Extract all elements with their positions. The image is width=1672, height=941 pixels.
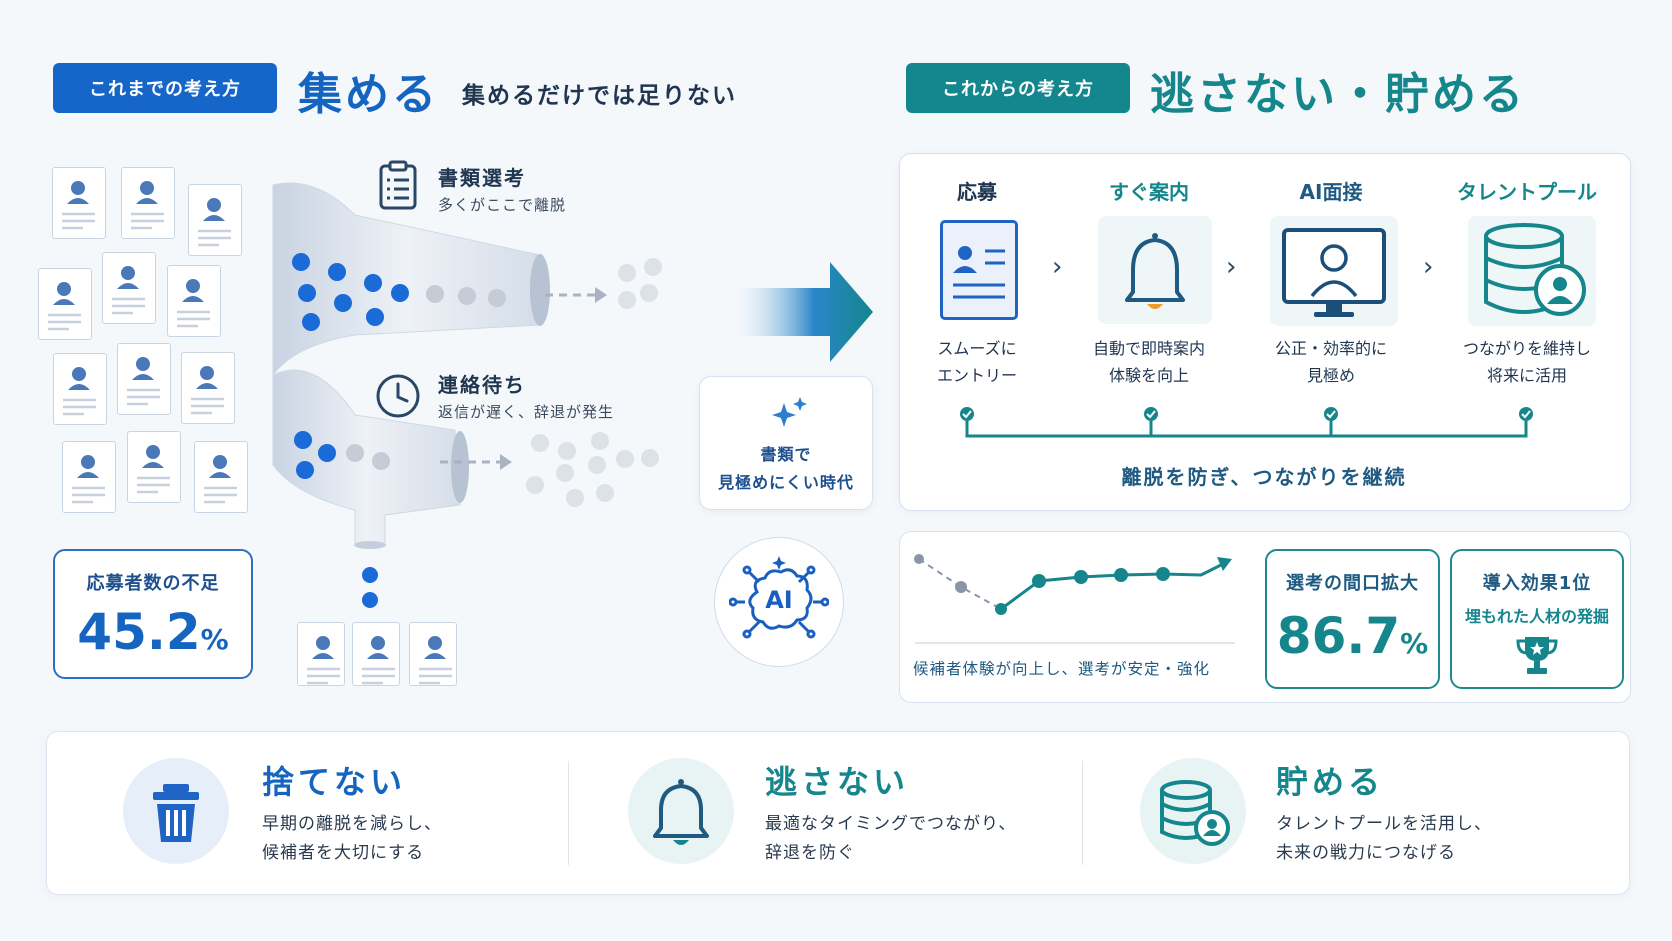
trash-icon xyxy=(123,758,229,864)
application-form-icon xyxy=(940,220,1018,320)
clock-icon xyxy=(376,374,420,418)
divider xyxy=(568,761,569,865)
bell-icon xyxy=(628,758,734,864)
resume-card-icon xyxy=(52,167,106,239)
effect-label1: 導入効果1位 xyxy=(1482,573,1592,594)
resume-card-icon xyxy=(188,184,242,256)
shortage-value: 45.2% xyxy=(55,603,251,661)
widen-stat-box: 選考の間口拡大 86.7% xyxy=(1265,549,1440,689)
widen-value: 86.7% xyxy=(1267,607,1438,665)
widen-unit: % xyxy=(1400,627,1429,660)
flow-step-title: すぐ案内 xyxy=(1109,180,1189,204)
old-thinking-tag: これまでの考え方 xyxy=(53,63,277,113)
chevron-right-icon: › xyxy=(1226,252,1237,282)
continuity-bracket xyxy=(960,407,1533,438)
principle3-title: 貯める xyxy=(1276,763,1385,801)
chevron-right-icon: › xyxy=(1423,252,1434,282)
funnel-stage1-desc: 多くがここで離脱 xyxy=(438,196,567,214)
funnel-stage2-title: 連絡待ち xyxy=(438,373,526,397)
flow-step-title: AI面接 xyxy=(1299,180,1363,204)
flow-step-description: 見極め xyxy=(1306,366,1355,385)
resume-card-icon xyxy=(53,353,107,425)
flow-footer: 離脱を防ぎ、つながりを継続 xyxy=(1121,465,1407,489)
resume-card-icon xyxy=(167,265,221,337)
resume-card-icon xyxy=(352,622,400,686)
resume-card-icon xyxy=(127,431,181,503)
principle3-desc1: タレントプールを活用し、 xyxy=(1276,814,1492,834)
principle1-title: 捨てない xyxy=(262,763,407,801)
widen-number: 86.7 xyxy=(1276,607,1401,665)
flow-step-description: 将来に活用 xyxy=(1486,366,1567,385)
old-thinking-title: 集める xyxy=(298,69,439,120)
principle2-title: 逃さない xyxy=(765,763,910,801)
principle3-desc2: 未来の戦力につなげる xyxy=(1276,843,1456,863)
flow-step-description: つながりを維持し xyxy=(1462,339,1591,358)
ai-badge-label: AI xyxy=(765,586,793,614)
resume-card-icon xyxy=(181,352,235,424)
principle1-desc2: 候補者を大切にする xyxy=(262,843,425,863)
funnel-stage1-title: 書類選考 xyxy=(438,166,526,190)
old-thinking-subtitle: 集めるだけでは足りない xyxy=(462,83,737,109)
funnel-stage2-desc: 返信が遅く、辞退が発生 xyxy=(438,403,615,421)
shortage-unit: % xyxy=(200,623,229,656)
shortage-label: 応募者数の不足 xyxy=(86,573,220,594)
resume-card-icon xyxy=(121,167,175,239)
candidate-flow-panel xyxy=(899,153,1631,511)
principle1-desc1: 早期の離脱を減らし、 xyxy=(262,814,442,834)
flow-step-title: タレントプール xyxy=(1457,180,1597,204)
era-line2: 見極めにくい時代 xyxy=(718,473,854,492)
clipboard-icon xyxy=(379,160,417,210)
resume-card-icon xyxy=(102,252,156,324)
trend-caption: 候補者体験が向上し、選考が安定・強化 xyxy=(913,660,1211,678)
shortage-number: 45.2 xyxy=(77,603,201,661)
resume-card-icon xyxy=(38,268,92,340)
transition-arrow xyxy=(725,262,873,362)
new-thinking-tag: これからの考え方 xyxy=(906,63,1130,113)
bell-icon xyxy=(1098,216,1212,324)
trophy-icon xyxy=(1516,637,1558,674)
resume-card-icon xyxy=(117,343,171,415)
resume-card-icon xyxy=(409,622,457,686)
resume-card-icon xyxy=(194,441,248,513)
remaining-applicant-dots xyxy=(292,253,409,331)
new-thinking-title: 逃さない・貯める xyxy=(1150,69,1526,120)
shortage-stat-box: 応募者数の不足 45.2% xyxy=(53,549,253,679)
database-icon xyxy=(1140,758,1246,864)
chevron-right-icon: › xyxy=(1052,252,1063,282)
funnel-graphic xyxy=(272,182,550,549)
principle2-desc1: 最適なタイミングでつながり、 xyxy=(765,814,1017,834)
resume-card-icon xyxy=(297,622,345,686)
era-card: 書類で 見極めにくい時代 xyxy=(699,376,873,510)
effect-label2: 埋もれた人材の発掘 xyxy=(1464,607,1609,626)
trend-line xyxy=(914,554,1235,644)
resume-card-icon xyxy=(62,441,116,513)
flow-step-description: 公正・効率的に xyxy=(1274,339,1387,358)
effect-box: 導入効果1位 埋もれた人材の発掘 xyxy=(1450,549,1624,689)
sparkle-icon xyxy=(772,397,807,427)
principles-band xyxy=(46,731,1630,895)
talent-pool-database-icon xyxy=(1468,216,1596,326)
dropped-applicant-dots xyxy=(618,258,662,309)
flow-step-title: 応募 xyxy=(957,180,997,204)
ai-brain-icon xyxy=(729,556,829,639)
flow-step-description: 体験を向上 xyxy=(1108,366,1189,385)
flow-step-description: エントリー xyxy=(936,366,1017,385)
divider xyxy=(1082,761,1083,865)
era-line1: 書類で xyxy=(760,445,812,464)
funnel-dots xyxy=(292,253,662,608)
principle2-desc2: 辞退を防ぐ xyxy=(765,843,855,863)
widen-label: 選考の間口拡大 xyxy=(1286,573,1419,594)
ai-interview-monitor-icon xyxy=(1270,216,1398,326)
ai-badge: AI xyxy=(714,537,844,667)
flow-step-description: 自動で即時案内 xyxy=(1092,339,1205,358)
flow-step-description: スムーズに xyxy=(937,339,1017,358)
